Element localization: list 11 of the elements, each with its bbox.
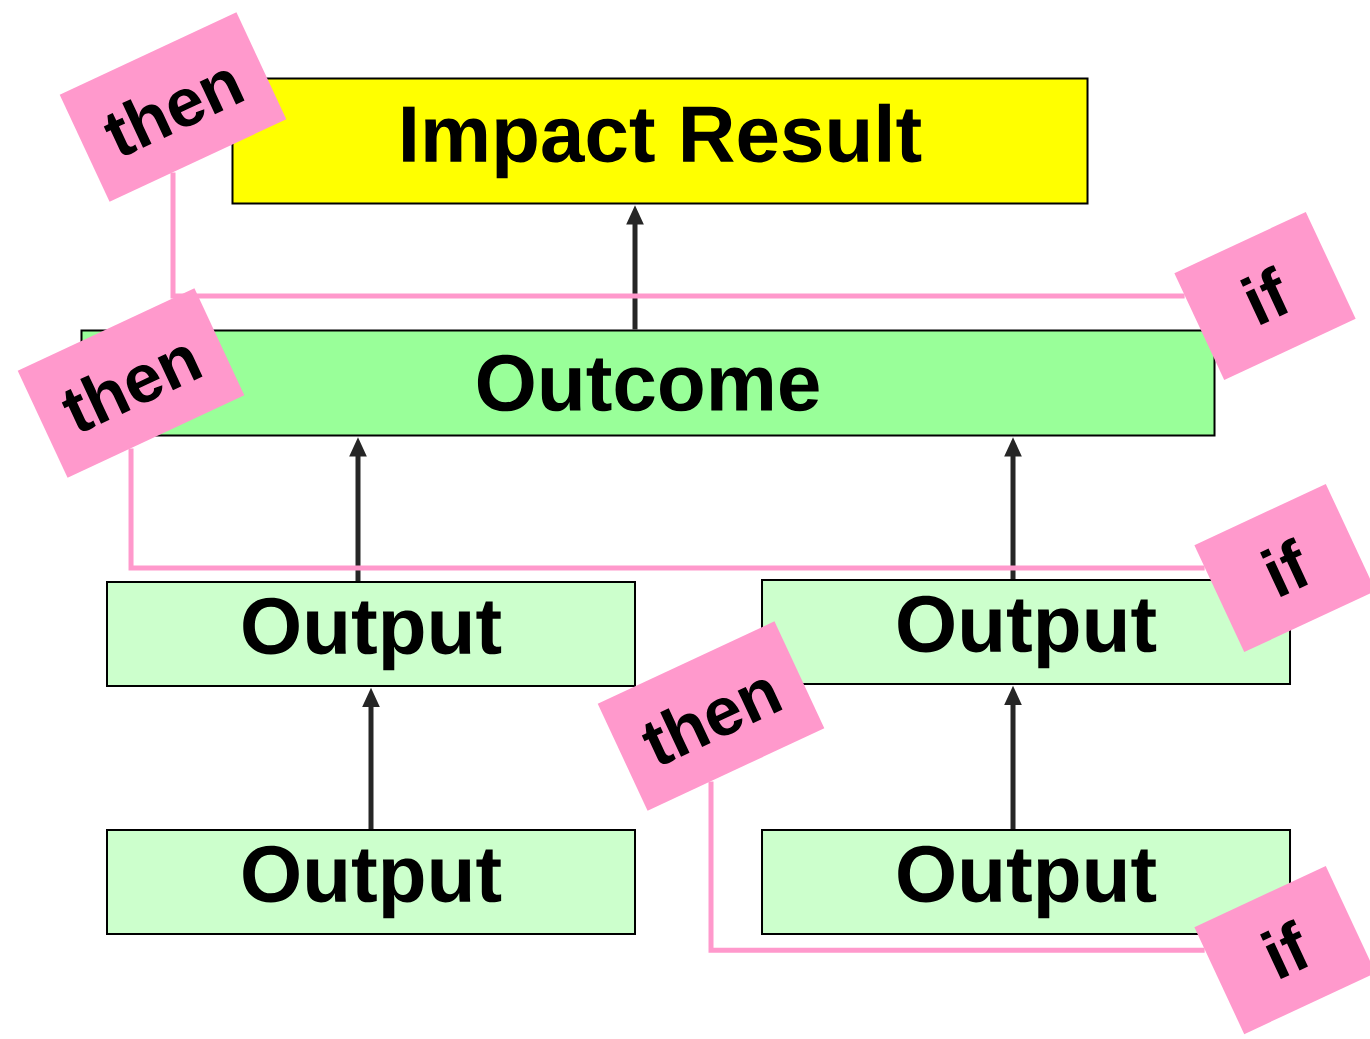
if-then-tag: then — [597, 621, 825, 811]
connector-line — [128, 448, 1205, 571]
process-box: Output — [106, 829, 636, 935]
if-then-tag: if — [1194, 483, 1370, 653]
if-then-tag: then — [17, 288, 245, 478]
connector-line — [708, 781, 1205, 953]
if-then-tag: if — [1174, 211, 1356, 381]
if-then-tag: then — [59, 12, 287, 202]
process-box: Output — [106, 581, 636, 687]
if-then-tag: if — [1194, 865, 1370, 1035]
connector-line — [170, 172, 1185, 299]
